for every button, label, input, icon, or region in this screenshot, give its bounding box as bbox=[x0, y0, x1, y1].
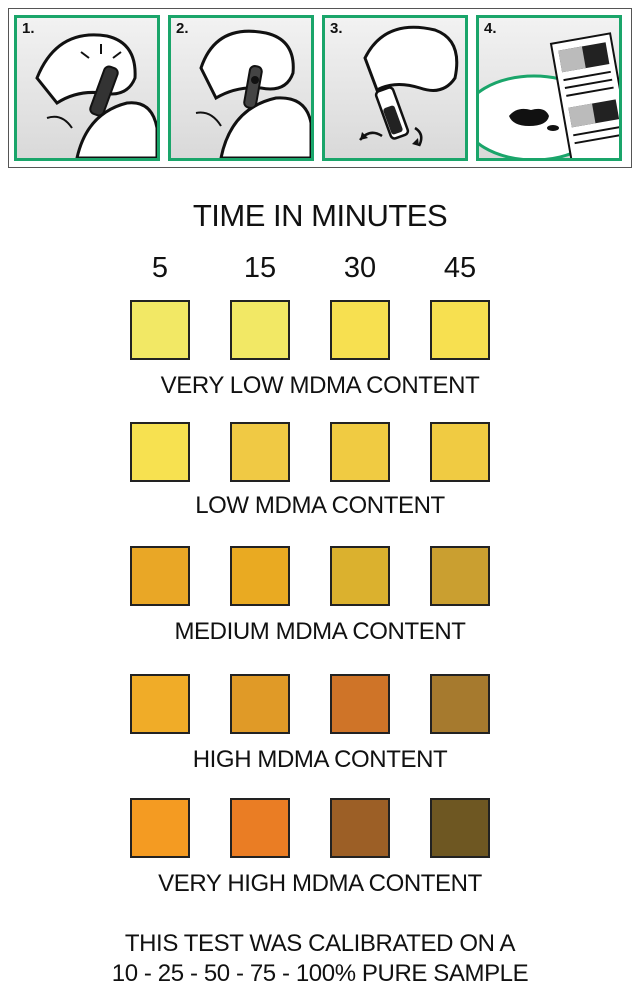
calibration-note-line-2: 10 - 25 - 50 - 75 - 100% PURE SAMPLE bbox=[111, 960, 529, 987]
row-label-low: LOW MDMA CONTENT bbox=[195, 492, 445, 519]
time-label-30: 30 bbox=[343, 252, 377, 284]
calibration-note-line-1: THIS TEST WAS CALIBRATED ON A bbox=[124, 930, 516, 957]
color-swatch bbox=[430, 798, 490, 858]
color-swatch bbox=[130, 300, 190, 360]
color-swatch bbox=[430, 422, 490, 482]
color-swatch bbox=[130, 422, 190, 482]
color-swatch bbox=[430, 300, 490, 360]
compare-color-chart-icon bbox=[479, 32, 619, 158]
step-number: 4. bbox=[484, 20, 497, 37]
color-swatch bbox=[230, 546, 290, 606]
row-label-very-high: VERY HIGH MDMA CONTENT bbox=[158, 870, 482, 897]
color-swatch bbox=[230, 300, 290, 360]
time-label-5: 5 bbox=[151, 252, 169, 284]
color-swatch bbox=[330, 674, 390, 734]
color-swatch bbox=[330, 798, 390, 858]
chart-title: TIME IN MINUTES bbox=[192, 198, 448, 233]
time-label-45: 45 bbox=[443, 252, 477, 284]
step-panel-3: 3. bbox=[322, 15, 468, 161]
color-swatch bbox=[130, 798, 190, 858]
color-swatch bbox=[230, 798, 290, 858]
hand-snap-ampoule-icon bbox=[35, 33, 157, 158]
instruction-steps-strip: 1. 2. 3. 4. bbox=[8, 8, 632, 168]
color-swatch bbox=[330, 546, 390, 606]
step-number: 2. bbox=[176, 20, 189, 37]
step-number: 3. bbox=[330, 20, 343, 37]
step-panel-1: 1. bbox=[14, 15, 160, 161]
row-label-very-low: VERY LOW MDMA CONTENT bbox=[160, 372, 480, 399]
color-swatch bbox=[130, 546, 190, 606]
color-swatch bbox=[330, 422, 390, 482]
row-label-medium: MEDIUM MDMA CONTENT bbox=[174, 618, 466, 645]
hand-shake-tube-icon bbox=[359, 25, 459, 147]
hand-insert-ampoule-icon bbox=[195, 29, 311, 158]
color-swatch bbox=[230, 674, 290, 734]
row-label-high: HIGH MDMA CONTENT bbox=[192, 746, 448, 773]
step-panel-4: 4. bbox=[476, 15, 622, 161]
step-panel-2: 2. bbox=[168, 15, 314, 161]
time-label-15: 15 bbox=[243, 252, 277, 284]
color-swatch bbox=[330, 300, 390, 360]
color-swatch bbox=[430, 674, 490, 734]
color-swatch bbox=[430, 546, 490, 606]
color-swatch bbox=[230, 422, 290, 482]
color-swatch bbox=[130, 674, 190, 734]
step-number: 1. bbox=[22, 20, 35, 37]
